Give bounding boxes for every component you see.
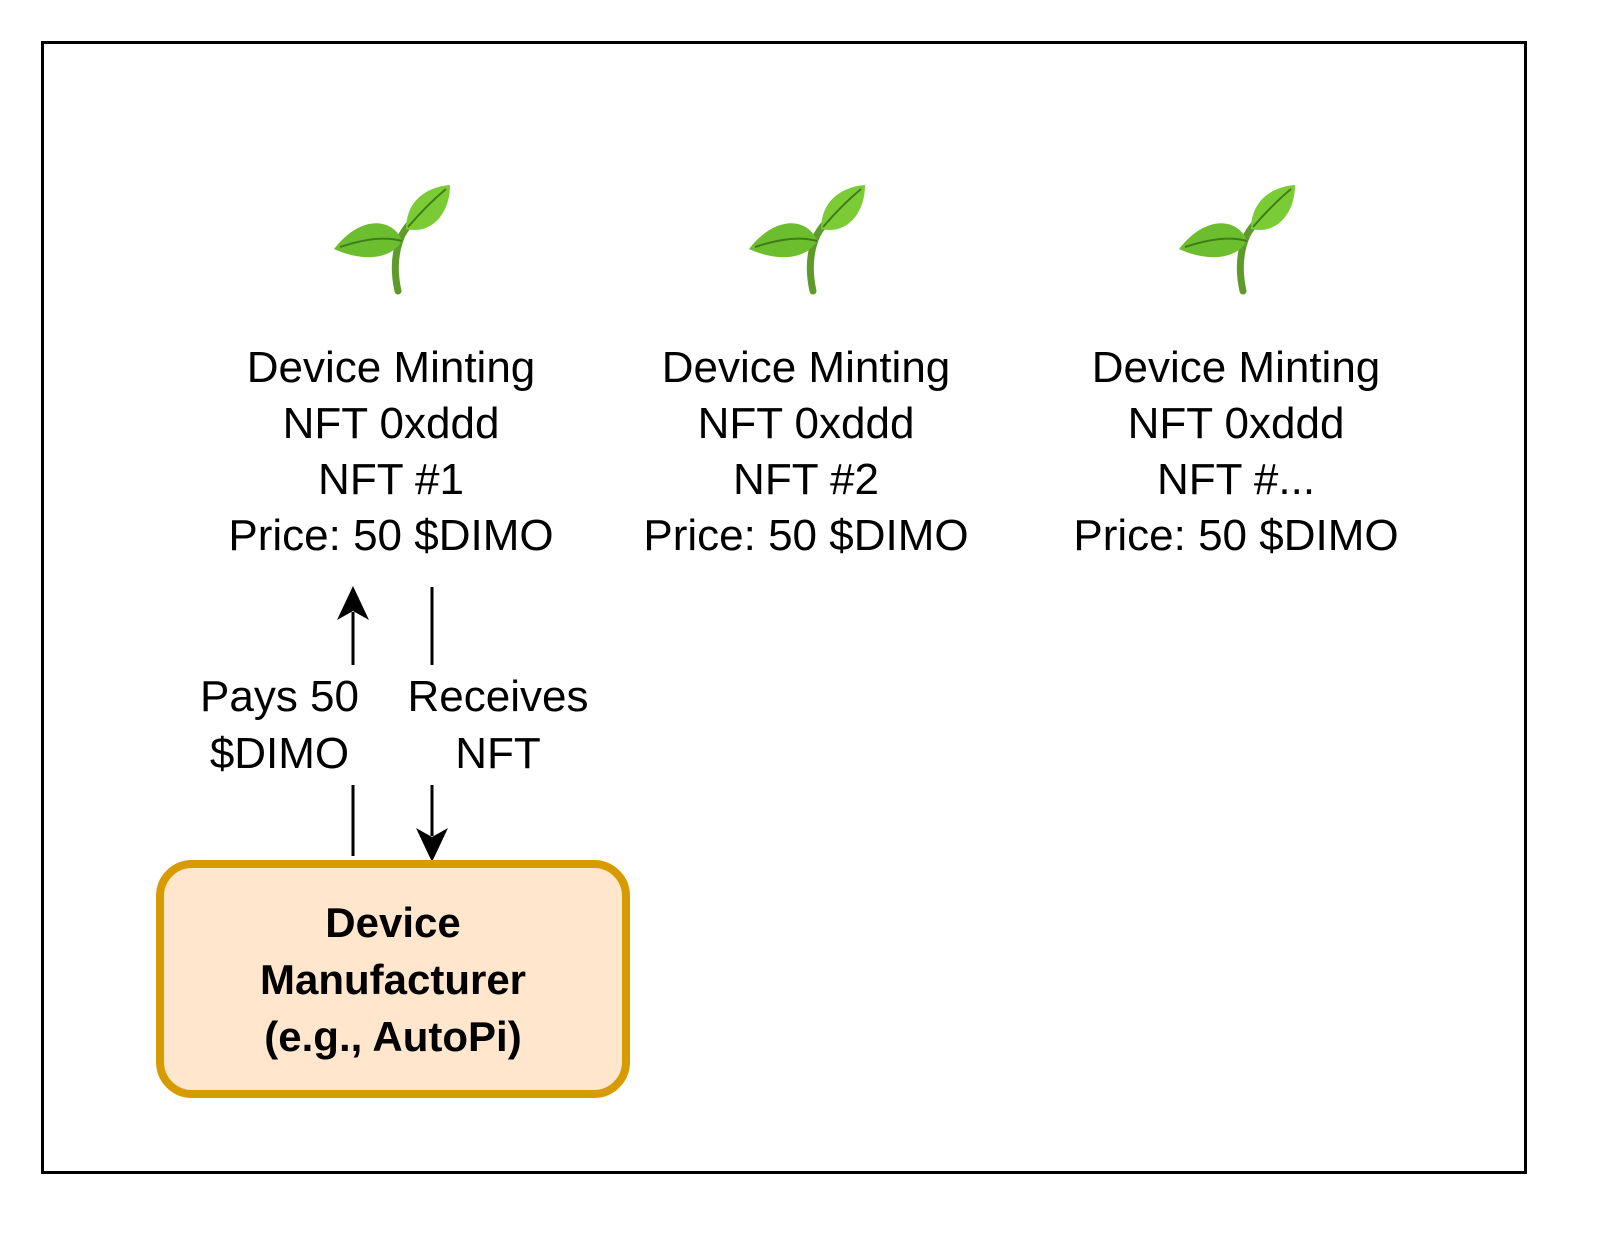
nft-price: Price: 50 $DIMO [228, 511, 554, 560]
receives-label: Receives NFT [407, 672, 589, 778]
seedling-icon [1179, 185, 1295, 295]
nft-title: Device Minting [246, 343, 536, 392]
nft-title: Device Minting [1091, 343, 1381, 392]
nft-price: Price: 50 $DIMO [1073, 511, 1399, 560]
nft-price: Price: 50 $DIMO [643, 511, 969, 560]
seedling-icon [749, 185, 865, 295]
nft-number: NFT #... [1156, 455, 1316, 504]
nft-card-3: Device Minting NFT 0xddd NFT #... Price:… [1026, 340, 1446, 564]
nft-contract: NFT 0xddd [1127, 399, 1345, 448]
manufacturer-line: Manufacturer [259, 955, 527, 1003]
pays-label: Pays 50 $DIMO [200, 672, 359, 778]
nft-title: Device Minting [661, 343, 951, 392]
nft-card-2: Device Minting NFT 0xddd NFT #2 Price: 5… [596, 340, 1016, 564]
nft-number: NFT #2 [733, 455, 879, 504]
manufacturer-line: (e.g., AutoPi) [264, 1012, 522, 1060]
nft-card-1: Device Minting NFT 0xddd NFT #1 Price: 5… [181, 340, 601, 564]
nft-contract: NFT 0xddd [697, 399, 915, 448]
nft-number: NFT #1 [318, 455, 464, 504]
device-manufacturer-box: Device Manufacturer (e.g., AutoPi) [156, 860, 630, 1098]
manufacturer-line: Device [325, 898, 461, 946]
nft-contract: NFT 0xddd [282, 399, 500, 448]
seedling-icon [334, 185, 450, 295]
